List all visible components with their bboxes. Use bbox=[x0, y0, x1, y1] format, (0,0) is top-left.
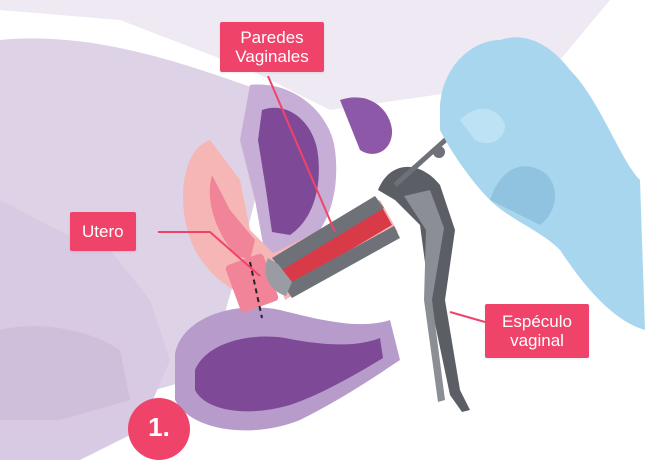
label-speculum-line2: vaginal bbox=[489, 331, 585, 350]
label-speculum: Espéculo vaginal bbox=[485, 304, 589, 358]
rectum-inner bbox=[195, 337, 383, 412]
bladder-highlight bbox=[340, 97, 392, 154]
leader-speculum bbox=[450, 312, 485, 322]
label-uterus: Utero bbox=[70, 212, 136, 251]
label-vaginal-walls-line2: Vaginales bbox=[224, 47, 320, 66]
label-speculum-line1: Espéculo bbox=[489, 312, 585, 331]
label-vaginal-walls-line1: Paredes bbox=[224, 28, 320, 47]
step-number-badge: 1. bbox=[128, 398, 190, 460]
label-vaginal-walls: Paredes Vaginales bbox=[220, 22, 324, 72]
